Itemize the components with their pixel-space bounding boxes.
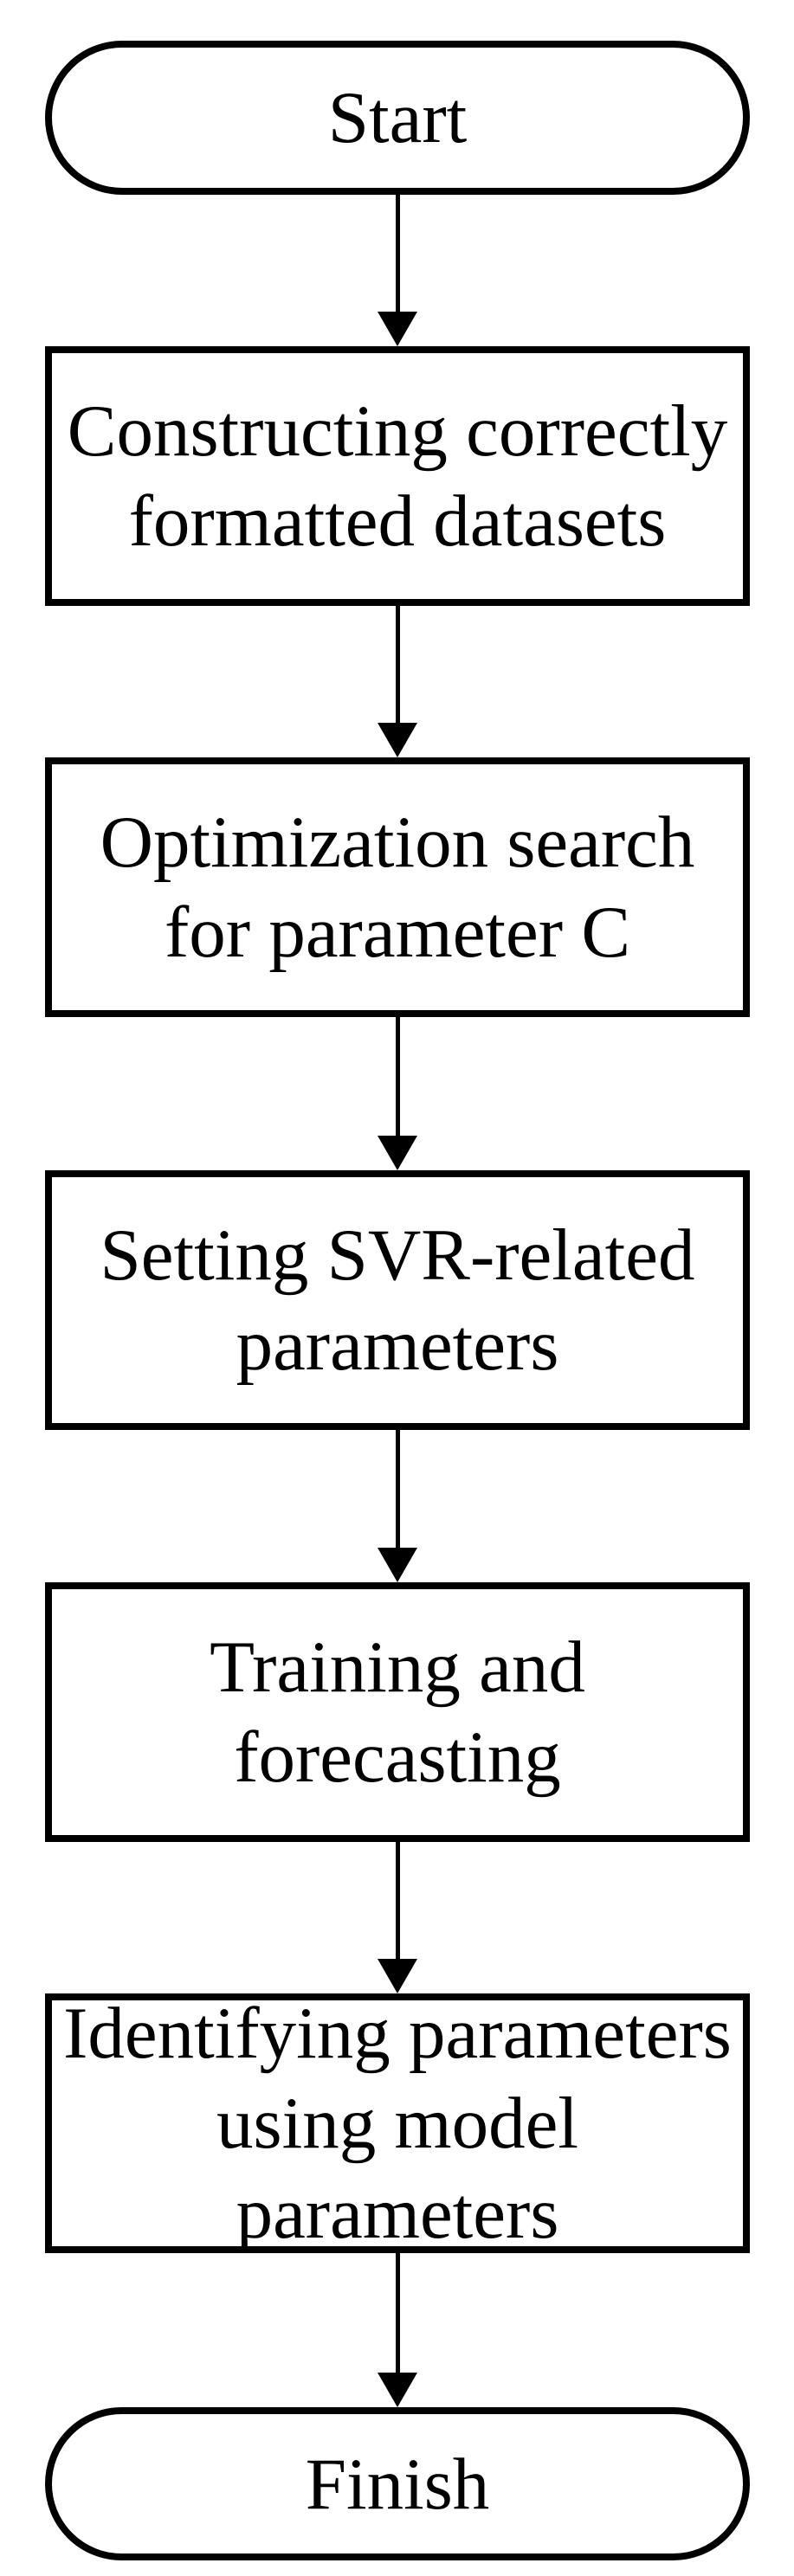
node-svr-parameters-label: Setting SVR-related parameters (100, 1214, 695, 1386)
arrow-step4-to-step5 (45, 1842, 750, 1993)
node-training-forecasting-label: Training and forecasting (210, 1626, 585, 1798)
arrow-line (395, 195, 400, 312)
node-svr-parameters: Setting SVR-related parameters (45, 1170, 750, 1430)
node-start-label: Start (327, 77, 468, 158)
arrowhead-down-icon (378, 2373, 417, 2407)
node-optimization-search: Optimization search for parameter C (45, 757, 750, 1017)
node-constructing-datasets: Constructing correctly formatted dataset… (45, 346, 750, 606)
node-identifying-parameters: Identifying parameters using model param… (45, 1993, 750, 2254)
arrow-line (395, 1017, 400, 1136)
arrow-step1-to-step2 (45, 606, 750, 757)
arrow-line (395, 1430, 400, 1548)
node-training-forecasting: Training and forecasting (45, 1582, 750, 1842)
node-identifying-parameters-label: Identifying parameters using model param… (63, 1993, 732, 2254)
arrow-start-to-step1 (45, 195, 750, 346)
arrow-line (395, 1842, 400, 1959)
arrow-step3-to-step4 (45, 1430, 750, 1582)
node-finish: Finish (45, 2407, 750, 2560)
arrowhead-down-icon (378, 1548, 417, 1582)
arrowhead-down-icon (378, 1959, 417, 1993)
arrow-step5-to-finish (45, 2253, 750, 2407)
node-finish-label: Finish (305, 2443, 490, 2525)
arrow-step2-to-step3 (45, 1017, 750, 1170)
arrow-line (395, 606, 400, 723)
arrowhead-down-icon (378, 1136, 417, 1170)
arrow-line (395, 2253, 400, 2373)
node-optimization-search-label: Optimization search for parameter C (100, 802, 695, 973)
arrowhead-down-icon (378, 723, 417, 757)
node-constructing-datasets-label: Constructing correctly formatted dataset… (67, 390, 728, 562)
arrowhead-down-icon (378, 312, 417, 346)
node-start: Start (45, 41, 750, 195)
